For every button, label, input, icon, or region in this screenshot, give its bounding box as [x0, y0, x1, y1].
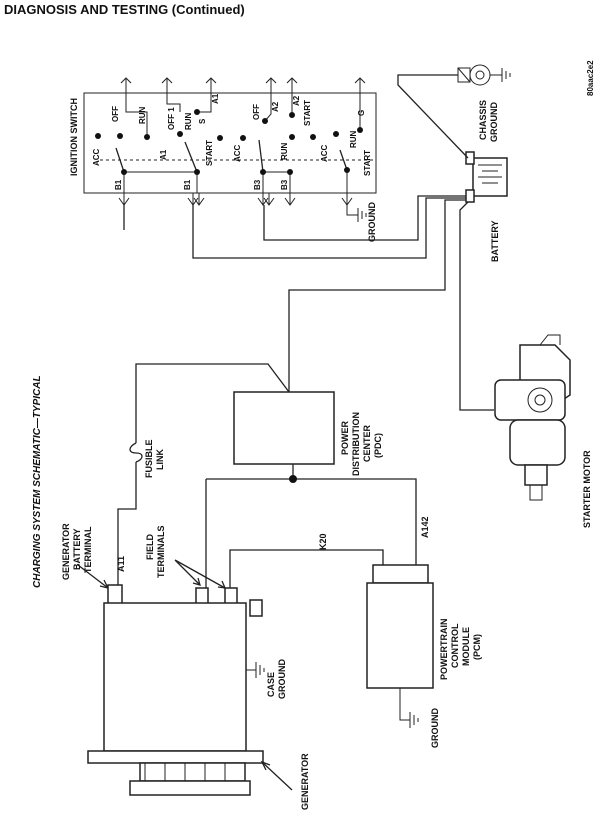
- svg-text:START: START: [205, 140, 214, 166]
- wire-a142-label: A142: [420, 516, 430, 538]
- svg-text:RUN: RUN: [349, 130, 358, 148]
- switch-mid-labels: ACC A1 START ACC RUN ACC START: [92, 140, 372, 176]
- starter-motor: STARTER MOTOR: [494, 334, 592, 528]
- fusible-link: FUSIBLE LINK: [129, 439, 165, 478]
- pcm-ground-label: GROUND: [430, 708, 440, 748]
- power-distribution-center: POWER DISTRIBUTION CENTER (PDC): [233, 391, 383, 476]
- ignition-switch-frame: [83, 92, 377, 194]
- svg-text:DISTRIBUTION: DISTRIBUTION: [351, 412, 361, 476]
- switch-contacts: [95, 109, 363, 175]
- switch-contact-arms: [115, 139, 348, 173]
- battery-wiring: [123, 74, 494, 411]
- svg-text:B1: B1: [114, 179, 123, 190]
- svg-text:B3: B3: [253, 179, 262, 190]
- svg-text:GENERATOR: GENERATOR: [61, 523, 71, 580]
- svg-text:(PDC): (PDC): [373, 433, 383, 458]
- svg-text:CENTER: CENTER: [362, 424, 372, 462]
- svg-text:RUN: RUN: [138, 106, 147, 124]
- svg-text:ACC: ACC: [92, 148, 101, 166]
- svg-text:START: START: [303, 100, 312, 126]
- svg-text:A2: A2: [292, 95, 301, 106]
- svg-text:GROUND: GROUND: [489, 102, 499, 142]
- svg-text:GROUND: GROUND: [277, 659, 287, 699]
- pdc-splice: [289, 475, 297, 483]
- svg-text:FUSIBLE: FUSIBLE: [144, 439, 154, 478]
- svg-text:CONTROL: CONTROL: [450, 623, 460, 668]
- switch-internal-wiring: [100, 93, 375, 193]
- chassis-ground: CHASSIS GROUND: [457, 64, 511, 142]
- battery-label: BATTERY: [490, 221, 500, 263]
- svg-text:A1: A1: [211, 93, 220, 104]
- switch-ground-label: GROUND: [367, 202, 377, 242]
- svg-text:S: S: [198, 118, 207, 124]
- svg-text:BATTERY: BATTERY: [72, 529, 82, 571]
- svg-text:TERMINALS: TERMINALS: [156, 526, 166, 579]
- battery: BATTERY: [465, 151, 508, 263]
- wire-a11-label: A11: [116, 556, 126, 572]
- switch-ground-symbol: [346, 205, 367, 222]
- wire-k20-label: K20: [318, 533, 328, 550]
- switch-bottom-arrows: [118, 193, 353, 206]
- svg-text:A1: A1: [159, 149, 168, 160]
- generator-label: GENERATOR: [300, 753, 310, 810]
- svg-text:TERMINAL: TERMINAL: [83, 526, 93, 573]
- svg-text:POWERTRAIN: POWERTRAIN: [439, 619, 449, 681]
- svg-text:RUN: RUN: [184, 112, 193, 130]
- svg-text:CHASSIS: CHASSIS: [478, 100, 488, 140]
- ignition-switch: IGNITION SWITCH: [69, 77, 377, 242]
- svg-text:CASE: CASE: [266, 672, 276, 697]
- powertrain-control-module: POWERTRAIN CONTROL MODULE (PCM) GROUND: [366, 564, 482, 748]
- svg-text:OFF: OFF: [252, 104, 261, 120]
- svg-text:MODULE: MODULE: [461, 627, 471, 666]
- svg-text:LINK: LINK: [155, 449, 165, 470]
- generator: CASE GROUND GENERATOR: [87, 584, 310, 810]
- svg-text:G: G: [357, 110, 366, 116]
- svg-text:B3: B3: [280, 179, 289, 190]
- page-title: DIAGNOSIS AND TESTING (Continued): [4, 2, 245, 17]
- svg-text:START: START: [363, 150, 372, 176]
- svg-text:OFF 1: OFF 1: [167, 107, 176, 130]
- ignition-switch-title: IGNITION SWITCH: [69, 98, 79, 176]
- svg-text:POWER: POWER: [340, 420, 350, 455]
- figure-code: 80aac2e2: [586, 60, 595, 96]
- svg-text:ACC: ACC: [320, 144, 329, 162]
- svg-text:RUN: RUN: [280, 142, 289, 160]
- main-wiring: [117, 363, 417, 588]
- svg-text:ACC: ACC: [233, 144, 242, 162]
- svg-text:(PCM): (PCM): [472, 634, 482, 660]
- svg-text:B1: B1: [183, 179, 192, 190]
- switch-bottom-labels: B1 B1 B3 B3: [114, 179, 289, 190]
- svg-text:FIELD: FIELD: [145, 534, 155, 560]
- starter-motor-label: STARTER MOTOR: [582, 450, 592, 528]
- generator-battery-terminal-label: GENERATOR BATTERY TERMINAL: [61, 523, 110, 589]
- figure-caption: CHARGING SYSTEM SCHEMATIC—TYPICAL: [32, 375, 43, 588]
- field-terminals-label: FIELD TERMINALS: [145, 526, 227, 589]
- svg-text:OFF: OFF: [111, 106, 120, 122]
- switch-top-arrows: [120, 77, 366, 93]
- switch-top-labels: OFF RUN OFF 1 RUN S A1 OFF A2 A2 START R…: [111, 93, 366, 148]
- svg-text:A2: A2: [271, 101, 280, 112]
